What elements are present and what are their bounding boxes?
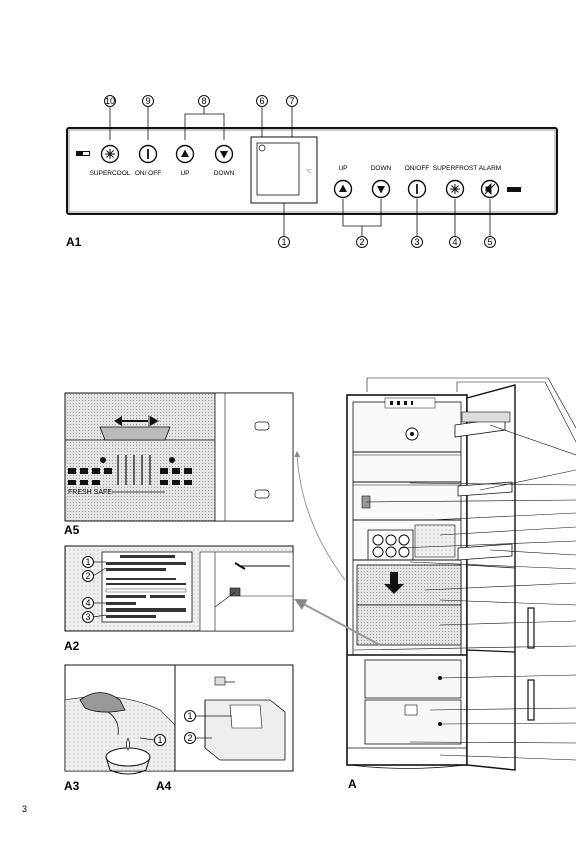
button-superfrost[interactable]: SUPERFROST — [433, 165, 477, 199]
bottom-callouts: 1 2 3 4 5 — [278, 199, 496, 248]
callout-2: 2 — [359, 237, 364, 247]
label-superfrost: SUPERFROST — [433, 165, 477, 172]
figure-label-a5: A5 — [64, 523, 80, 537]
door-handle[interactable] — [527, 607, 535, 649]
button-onoff-freezer[interactable]: ON/OFF — [405, 165, 430, 199]
a2-callout-4: 4 — [85, 598, 90, 608]
callout-6: 6 — [259, 96, 264, 106]
button-up-fridge[interactable]: UP — [175, 144, 195, 178]
figure-label-a4: A4 — [156, 779, 172, 793]
a2-callout-2: 2 — [85, 571, 90, 581]
label-up-fridge: UP — [180, 170, 189, 177]
a2-callout-3: 3 — [85, 612, 90, 622]
label-onoff-freezer: ON/OFF — [405, 165, 430, 172]
button-onoff-fridge[interactable]: ON/ OFF — [135, 144, 161, 178]
drain-channel — [79, 692, 126, 713]
panel-badge-right — [507, 187, 521, 192]
callout-10: 10 — [105, 96, 115, 106]
label-up-freezer: UP — [338, 165, 347, 172]
a4-callout-1: 1 — [187, 711, 192, 721]
temperature-display: °C — [250, 136, 318, 204]
top-callouts: 10 9 8 6 7 — [104, 95, 298, 140]
up-arrow-icon — [339, 184, 347, 192]
control-panel-figure: 10 9 8 6 7 SUPERCOOL ON/ OFF — [66, 95, 558, 249]
callout-1: 1 — [281, 237, 286, 247]
snowflake-icon — [105, 149, 115, 159]
mute-icon — [484, 182, 496, 196]
figure-label-a1: A1 — [66, 235, 82, 249]
bottle-rack — [367, 529, 414, 561]
label-down-fridge: DOWN — [214, 170, 235, 177]
figure-a2: 1 2 4 3 A2 — [64, 545, 294, 653]
freezer-handle[interactable] — [527, 679, 535, 721]
page-number: 3 — [22, 804, 27, 814]
callout-leaders — [353, 377, 576, 761]
a4-callout-2: 2 — [187, 733, 192, 743]
button-supercool[interactable]: SUPERCOOL — [90, 144, 131, 178]
freshsafe-drawer-upper — [356, 564, 462, 606]
button-alarm[interactable]: ALARM — [479, 165, 501, 199]
fridge-door — [466, 384, 516, 771]
a3-callout-1: 1 — [157, 735, 162, 745]
callout-4: 4 — [452, 237, 457, 247]
figure-label-fridge: A — [348, 777, 357, 791]
button-down-freezer[interactable]: DOWN — [371, 165, 392, 199]
label-alarm: ALARM — [479, 165, 501, 172]
callout-8: 8 — [201, 96, 206, 106]
figure-label-a3: A3 — [64, 779, 80, 793]
a2-callout-1: 1 — [85, 557, 90, 567]
figure-a3: 1 A3 — [64, 664, 176, 793]
label-down-freezer: DOWN — [371, 165, 392, 172]
callout-5: 5 — [487, 237, 492, 247]
figure-label-a2: A2 — [64, 639, 80, 653]
button-down-fridge[interactable]: DOWN — [214, 144, 235, 178]
freezer-drawer-1 — [364, 659, 462, 699]
button-up-freezer[interactable]: UP — [333, 165, 353, 199]
snowflake-icon — [450, 184, 460, 194]
callout-7: 7 — [289, 96, 294, 106]
callout-9: 9 — [145, 96, 150, 106]
fan-icon — [258, 144, 266, 152]
humidity-slider[interactable] — [99, 426, 171, 441]
fridge-drawing: A — [294, 377, 576, 791]
label-onoff-fridge: ON/ OFF — [135, 170, 161, 177]
control-panel-inner-frame — [68, 129, 556, 213]
figure-a4: 1 2 A4 — [156, 664, 294, 793]
down-arrow-icon — [220, 151, 228, 159]
down-arrow-icon — [377, 186, 385, 194]
freshsafe-label: FRESH SAFE — [68, 489, 112, 496]
display-degree: °C — [306, 169, 312, 175]
control-panel-frame — [66, 127, 558, 215]
up-arrow-icon — [181, 149, 189, 157]
callout-3: 3 — [414, 237, 419, 247]
figure-a5: FRESH SAFE A5 — [64, 392, 294, 537]
label-supercool: SUPERCOOL — [90, 170, 131, 177]
